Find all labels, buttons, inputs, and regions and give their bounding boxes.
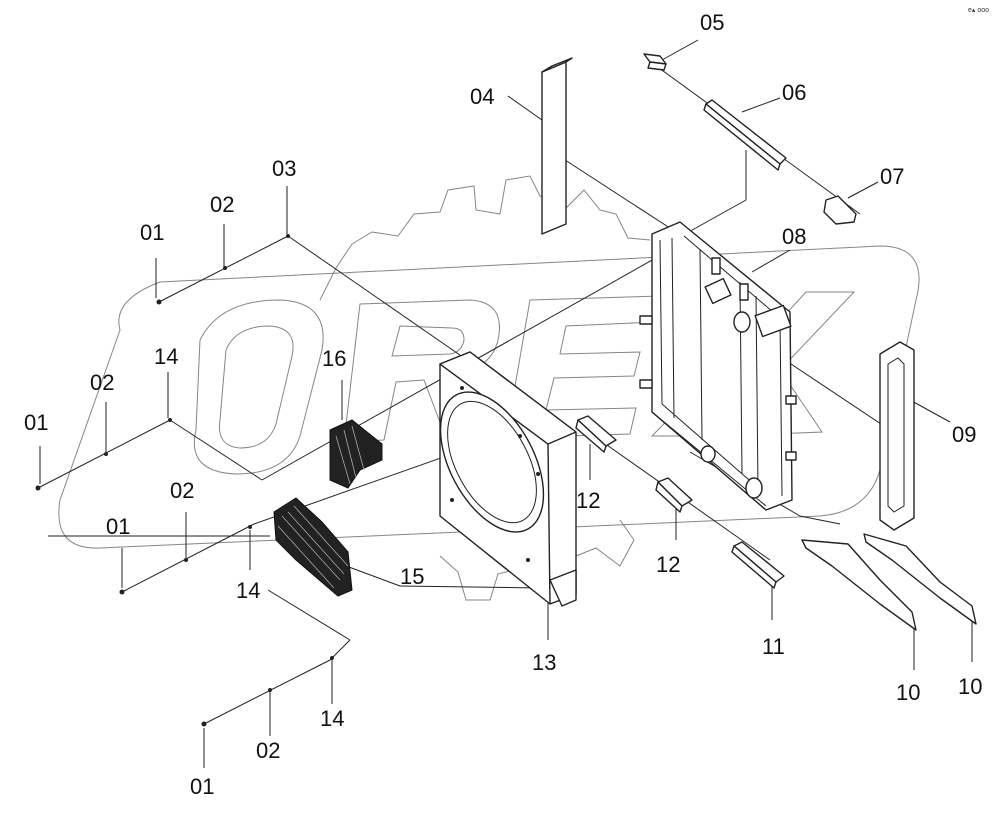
label-pointers [39,39,973,768]
label-01b: 01 [24,410,48,435]
washer-02b [104,452,108,456]
label-07: 07 [880,164,904,189]
part-10-strips [801,533,977,631]
bolt-01d [201,721,207,727]
label-02d: 02 [256,738,280,763]
label-08: 08 [782,224,806,249]
washer-02c [184,558,188,562]
label-14b: 14 [236,578,260,603]
label-09: 09 [952,422,976,447]
part-15-fan-guard [273,497,353,597]
label-14a: 14 [154,344,178,369]
label-12a: 12 [576,488,600,513]
part-16-guard-bracket [329,419,383,489]
label-05: 05 [700,10,724,35]
label-02c: 02 [170,478,194,503]
washer-14c [330,656,334,660]
washer-02d [268,688,272,692]
nut-03 [286,234,290,238]
label-15: 15 [400,564,424,589]
part-labels: 01 02 03 04 05 06 07 08 09 01 02 14 16 0… [24,10,982,799]
part-04-seal-strip [541,57,573,235]
washer-14b [248,525,252,529]
part-11-bar [731,541,785,589]
label-02a: 02 [210,192,234,217]
label-01d: 01 [190,774,214,799]
part-05-pad [643,53,667,71]
part-06-bar [703,99,787,171]
label-06: 06 [782,80,806,105]
label-11: 11 [762,634,785,659]
washer-14a [168,418,172,422]
part-08-radiator [639,221,797,511]
label-01a: 01 [140,220,164,245]
label-13: 13 [532,650,556,675]
label-01c: 01 [106,514,130,539]
corner-mark: e▴ ooo [968,7,989,14]
label-14c: 14 [320,706,344,731]
part-07-bracket [823,195,857,225]
label-03: 03 [272,156,296,181]
bolt-01a [156,299,162,305]
bolt-01b [35,485,41,491]
label-02b: 02 [90,370,114,395]
label-16: 16 [322,346,346,371]
part-09-frame-seal [879,341,915,531]
label-10a: 10 [896,680,920,705]
washer-02a [223,266,227,270]
label-10b: 10 [958,674,982,699]
bolt-01c [119,589,125,595]
label-12b: 12 [656,552,680,577]
part-12-bars [575,415,693,513]
label-04: 04 [470,84,494,109]
part-13-fan-shroud [439,351,577,607]
fasteners [35,234,334,727]
